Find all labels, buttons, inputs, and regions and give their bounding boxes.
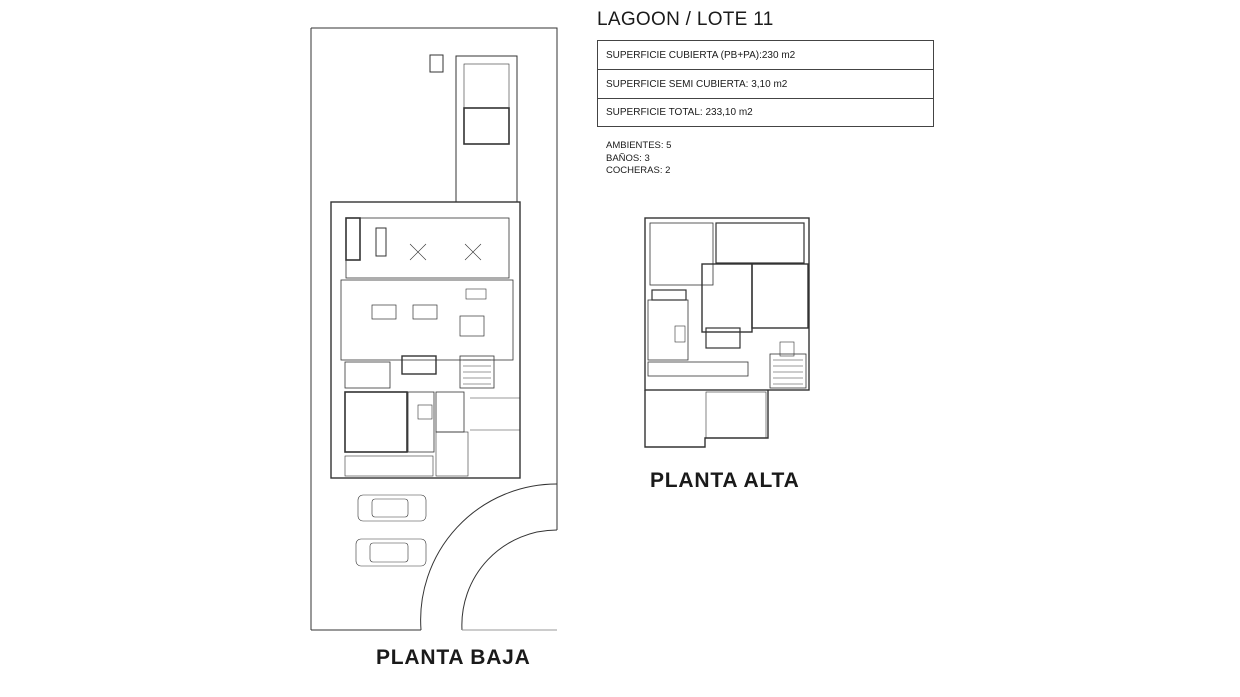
house-outline	[330, 201, 521, 479]
plan-label-planta-baja: PLANTA BAJA	[376, 646, 531, 669]
upper-bedroom-1	[701, 263, 753, 333]
upper-floor-plan	[644, 217, 810, 448]
pool-inner	[463, 63, 510, 145]
stat-cocheras: COCHERAS: 2	[606, 165, 671, 176]
plan-label-planta-alta: PLANTA ALTA	[650, 469, 800, 492]
street-curve-outer	[420, 483, 558, 631]
stat-ambientes: AMBIENTES: 5	[606, 140, 672, 151]
surface-row-total: SUPERFICIE TOTAL: 233,10 m2	[606, 107, 753, 118]
ground-floor-plan	[310, 27, 558, 631]
upper-bedroom-2	[751, 263, 809, 329]
surface-row-semi-covered: SUPERFICIE SEMI CUBIERTA: 3,10 m2	[598, 70, 933, 99]
lot-boundary	[311, 27, 558, 530]
stat-banos: BAÑOS: 3	[606, 152, 650, 164]
terraza-accesible-bottom	[644, 390, 769, 448]
room-stats: AMBIENTES: 5 BAÑOS: 3 COCHERAS: 2	[606, 140, 671, 178]
ground-bedroom	[344, 391, 408, 453]
surface-table: SUPERFICIE CUBIERTA (PB+PA):230 m2 SUPER…	[597, 40, 934, 127]
upper-stairs	[769, 353, 807, 389]
master-suite	[649, 222, 714, 286]
small-shed	[429, 54, 444, 73]
galeria	[345, 217, 510, 279]
terraza-accesible-top	[715, 222, 805, 264]
upper-bath	[647, 299, 689, 361]
street-curve-inner	[461, 529, 558, 631]
lavadero	[344, 361, 391, 389]
surface-row-covered: SUPERFICIE CUBIERTA (PB+PA):230 m2	[598, 41, 933, 70]
parking-car-2	[355, 538, 427, 567]
parrilla	[345, 217, 361, 261]
pool	[455, 55, 518, 203]
parking-car-1	[357, 494, 427, 522]
page-title: LAGOON / LOTE 11	[597, 9, 774, 30]
upper-outline	[644, 217, 810, 391]
ground-stairs	[459, 355, 495, 389]
living-kitchen	[340, 279, 514, 361]
upper-hall	[647, 361, 749, 377]
